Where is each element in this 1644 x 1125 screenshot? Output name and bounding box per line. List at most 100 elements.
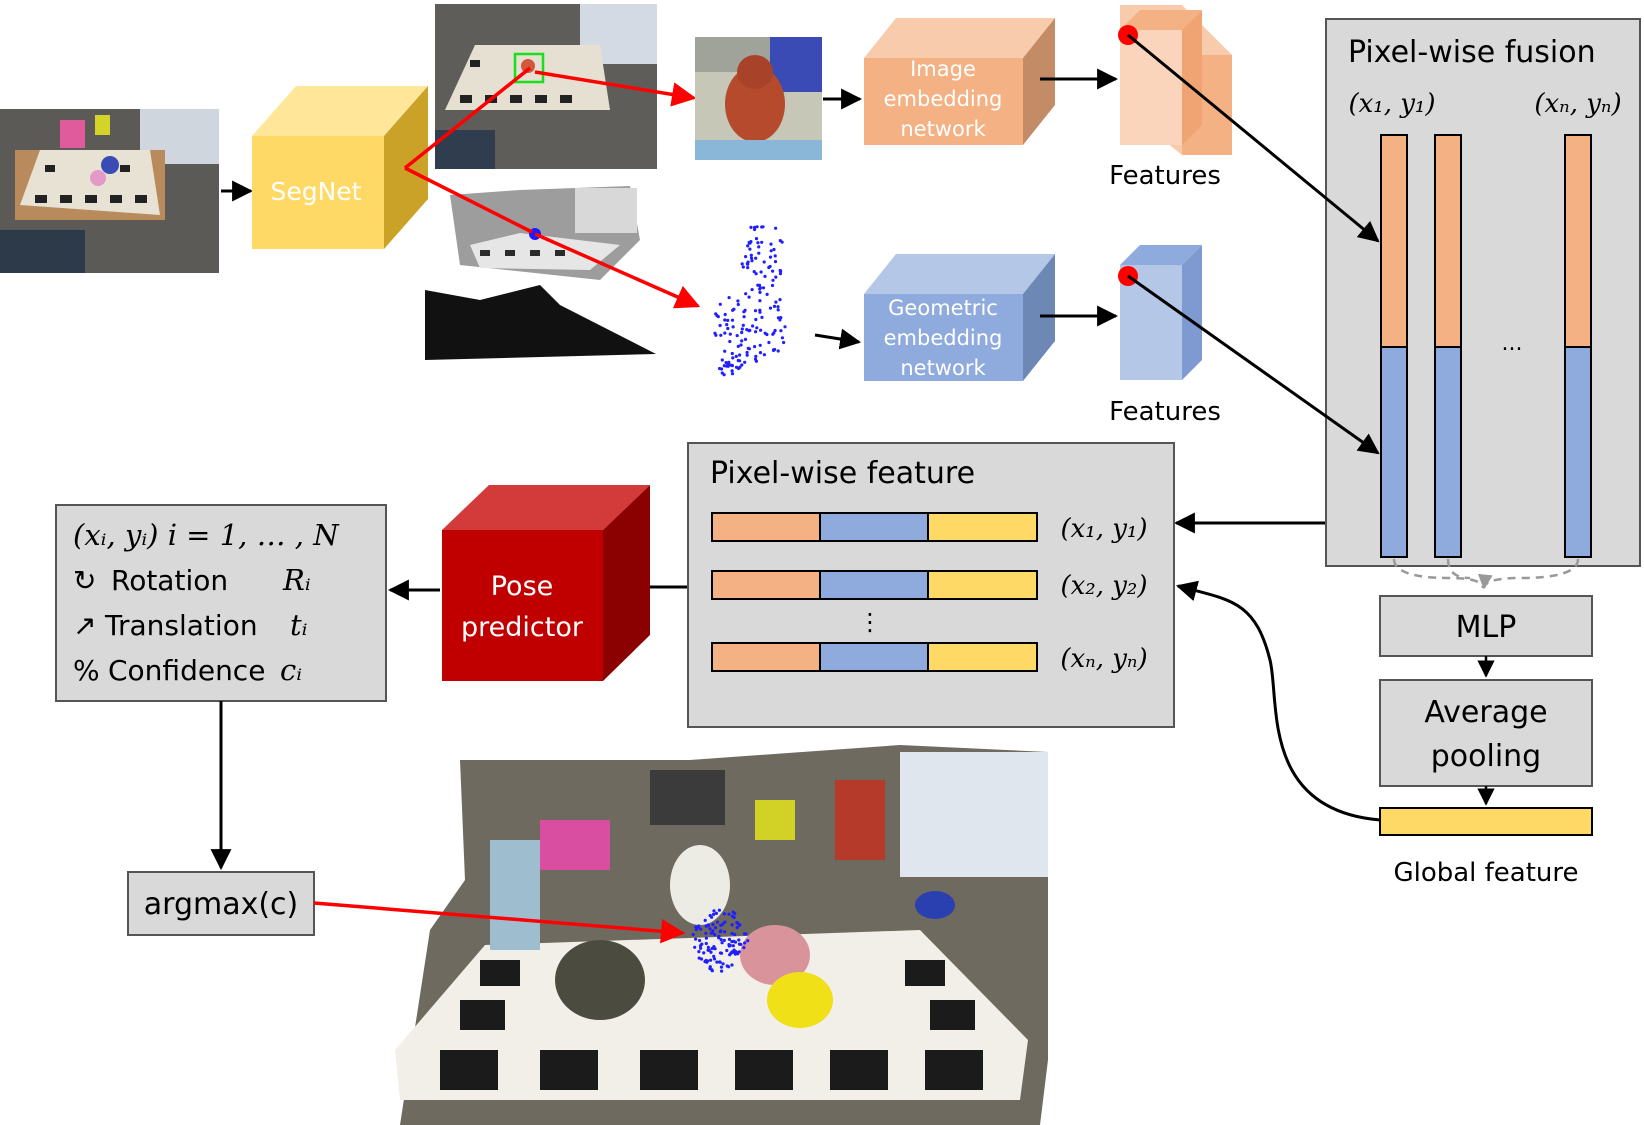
point-cloud-dot — [713, 947, 717, 951]
point-cloud-dot — [727, 937, 732, 942]
point-cloud-dot — [691, 932, 695, 937]
point-cloud-dot — [748, 247, 752, 251]
point-cloud-dot — [739, 942, 743, 947]
point-cloud-dot — [704, 936, 709, 940]
point-cloud-dot — [721, 962, 725, 966]
point-cloud-dot — [704, 958, 708, 963]
point-cloud-dot — [712, 954, 716, 959]
image-net-label-3: network — [900, 117, 986, 141]
point-cloud-dot — [710, 946, 714, 951]
point-cloud-dot — [706, 945, 711, 950]
point-cloud-dot — [723, 312, 727, 317]
argmax-box: argmax(c) — [127, 871, 315, 936]
point-cloud-dot — [719, 938, 723, 942]
point-cloud-dot — [714, 911, 719, 916]
point-cloud-dot — [730, 914, 735, 918]
fusion-coord-first: (x₁, y₁) — [1348, 89, 1435, 119]
point-cloud-dot — [699, 927, 703, 931]
point-cloud-dot — [736, 358, 740, 363]
point-cloud-dot — [737, 366, 741, 371]
point-cloud-dot — [702, 951, 706, 955]
point-cloud-dot — [776, 316, 781, 320]
point-cloud-dot — [734, 354, 738, 358]
point-cloud-dot — [740, 363, 744, 367]
point-cloud-dot — [694, 937, 698, 941]
pixel-feature-title: Pixel-wise feature — [710, 456, 975, 491]
mlp-box: MLP — [1379, 595, 1593, 657]
point-cloud-dot — [762, 260, 766, 264]
point-cloud-dot — [740, 339, 744, 343]
point-cloud-dot — [730, 318, 735, 322]
point-cloud-dot — [728, 332, 732, 336]
image-net-label-2: embedding — [884, 87, 1003, 111]
point-cloud-dot — [770, 283, 775, 288]
point-cloud-dot — [776, 349, 780, 353]
point-cloud-dot — [730, 372, 735, 376]
point-cloud-dot — [774, 300, 778, 304]
point-cloud-dot — [724, 361, 728, 365]
point-cloud-dot — [713, 926, 718, 930]
point-cloud-dot — [771, 278, 775, 282]
point-cloud-dot — [741, 265, 745, 269]
segnet-label: SegNet — [270, 177, 361, 206]
point-cloud-dot — [712, 957, 717, 961]
pixel-feature-coord-1: (x₁, y₁) — [1060, 514, 1147, 544]
point-cloud-dot — [772, 247, 776, 252]
point-cloud-dot — [730, 940, 734, 944]
depth-point-cloud-image — [425, 186, 656, 360]
pose-predictor-cube: Pose predictor — [442, 485, 650, 681]
point-cloud-dot — [723, 920, 727, 924]
point-cloud-dot — [778, 298, 782, 302]
point-cloud-dot — [736, 344, 740, 348]
point-cloud-dot — [725, 948, 729, 953]
point-cloud-dot — [726, 326, 730, 331]
point-cloud-dot — [738, 923, 742, 927]
point-cloud-dot — [720, 358, 724, 362]
point-cloud-dot — [743, 308, 747, 312]
point-cloud-dot — [737, 950, 741, 954]
point-cloud-dot — [715, 920, 720, 924]
point-cloud-dot — [779, 269, 783, 273]
point-cloud-dot — [723, 318, 727, 322]
point-cloud-dot — [745, 353, 749, 357]
point-cloud-dot — [704, 941, 708, 946]
point-cloud-dot — [746, 260, 750, 264]
point-cloud-dot — [727, 360, 731, 364]
rotation-symbol: Rᵢ — [282, 563, 311, 597]
point-cloud-dot — [745, 328, 749, 332]
point-cloud-dot — [731, 356, 735, 360]
point-cloud-dot — [769, 249, 773, 253]
point-cloud-dot — [765, 292, 769, 296]
point-cloud-dot — [779, 329, 783, 333]
point-cloud-dot — [769, 242, 773, 246]
point-cloud-dot — [754, 354, 758, 358]
point-cloud-dot — [747, 295, 751, 299]
point-cloud-dot — [733, 932, 737, 937]
point-cloud-dot — [757, 283, 762, 287]
image-embedding-network-cube: Image embedding network — [864, 18, 1055, 145]
point-cloud-dot — [717, 908, 722, 912]
point-cloud-dot — [744, 255, 748, 259]
point-cloud-dot — [772, 348, 776, 352]
point-cloud-dot — [758, 286, 763, 290]
point-cloud-dot — [714, 312, 718, 316]
point-cloud-dot — [735, 334, 739, 338]
point-cloud-dot — [740, 327, 744, 331]
point-cloud-dot — [718, 323, 722, 328]
point-cloud-dot — [700, 942, 704, 946]
point-cloud-dot — [710, 969, 714, 973]
point-cloud-dot — [715, 960, 719, 964]
point-cloud-dot — [754, 237, 759, 241]
point-cloud-dot — [735, 920, 739, 925]
point-cloud-dot — [735, 925, 739, 930]
predicted-pose-points — [691, 908, 750, 973]
point-cloud-dot — [767, 265, 771, 270]
point-cloud-dot — [719, 929, 723, 933]
point-cloud-dot — [757, 251, 761, 255]
geo-net-label-1: Geometric — [888, 296, 998, 320]
point-cloud-dot — [745, 350, 749, 355]
point-cloud-dot — [754, 272, 758, 276]
point-cloud-dot — [760, 315, 764, 319]
point-cloud-dot — [723, 930, 727, 934]
